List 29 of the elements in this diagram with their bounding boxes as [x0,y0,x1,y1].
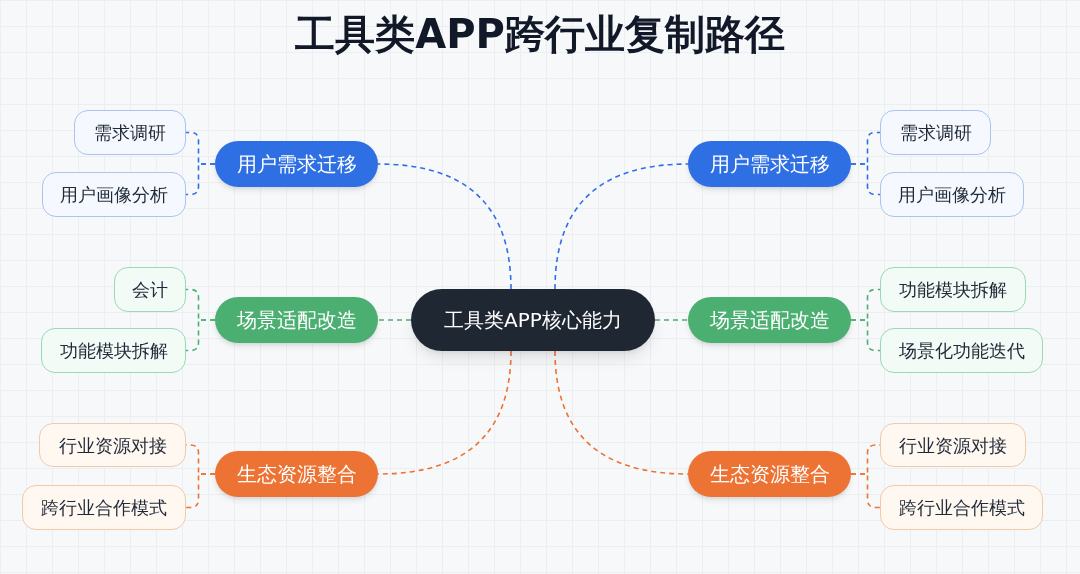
branch-topic-pill: 场景适配改造 [688,297,851,343]
dashed-connector [850,319,881,352]
dashed-connector [377,319,412,321]
subtopic-box: 需求调研 [880,110,991,155]
title: 工具类APP跨行业复制路径 [295,10,785,59]
branch-topic-pill: 场景适配改造 [215,297,378,343]
central-topic-pill: 工具类APP核心能力 [411,289,655,351]
subtopic-box: 功能模块拆解 [41,328,186,373]
dashed-connector [185,163,216,196]
subtopic-box: 用户画像分析 [42,172,186,217]
subtopic-box: 跨行业合作模式 [880,485,1043,530]
dashed-connector [850,163,881,196]
subtopic-box: 场景化功能迭代 [880,328,1043,373]
subtopic-box: 用户画像分析 [880,172,1024,217]
subtopic-box: 行业资源对接 [39,423,186,467]
subtopic-box: 功能模块拆解 [880,267,1026,312]
dashed-connector [654,319,689,321]
dashed-connector [185,319,216,352]
branch-topic-pill: 生态资源整合 [688,451,851,497]
dashed-connector [554,163,689,290]
dashed-connector [850,473,881,509]
branch-topic-pill: 用户需求迁移 [688,141,851,187]
subtopic-box: 行业资源对接 [880,423,1026,467]
dashed-connector [377,163,512,290]
subtopic-box: 跨行业合作模式 [22,485,186,530]
subtopic-box: 会计 [114,267,186,312]
subtopic-box: 需求调研 [74,110,186,155]
branch-topic-pill: 生态资源整合 [215,451,378,497]
branch-topic-pill: 用户需求迁移 [215,141,378,187]
